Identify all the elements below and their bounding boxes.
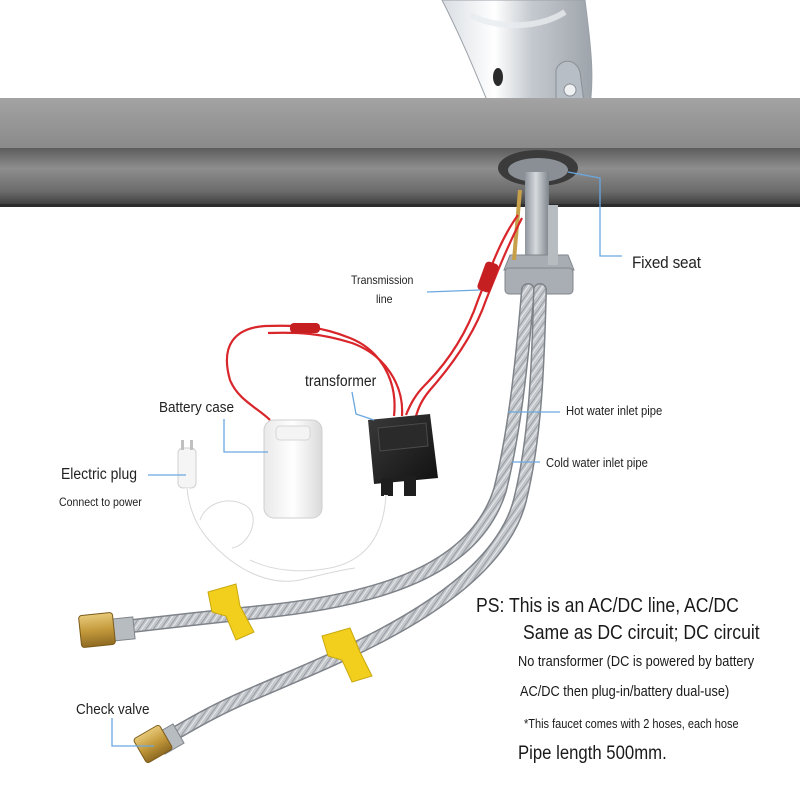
brass-fitting-upper — [78, 612, 136, 648]
cold-water-hose — [153, 283, 547, 749]
leader-fixed-seat — [567, 171, 622, 257]
leader-transformer — [351, 391, 375, 421]
label-cold-water: Cold water inlet pipe — [546, 456, 648, 470]
sensor-window — [493, 68, 503, 86]
transformer-box — [249, 414, 438, 573]
electric-plug — [177, 440, 356, 584]
label-check-valve: Check valve — [76, 701, 150, 718]
label-connect-power: Connect to power — [59, 495, 142, 509]
label-transmission-line-1: Transmission — [351, 273, 414, 287]
note-line-2: Same as DC circuit; DC circuit — [523, 622, 760, 644]
brass-fitting-lower — [133, 723, 185, 764]
label-hot-water: Hot water inlet pipe — [566, 404, 663, 418]
leader-check-valve — [111, 718, 154, 747]
label-transmission-line-2: line — [376, 292, 393, 306]
hot-water-hose — [108, 283, 535, 635]
note-line-3: No transformer (DC is powered by battery — [518, 654, 755, 670]
fixed-seat — [498, 150, 578, 295]
note-line-4: AC/DC then plug-in/battery dual-use) — [520, 684, 730, 700]
hose-clip-lower — [321, 627, 373, 683]
label-electric-plug: Electric plug — [61, 466, 137, 483]
note-line-1: PS: This is an AC/DC line, AC/DC — [476, 595, 739, 617]
label-fixed-seat: Fixed seat — [632, 253, 701, 272]
transmission-wires — [225, 214, 523, 421]
label-transformer: transformer — [305, 373, 377, 390]
note-line-6: Pipe length 500mm. — [518, 743, 667, 764]
counter-top — [0, 98, 800, 207]
hose-clip-upper — [207, 583, 255, 641]
leader-transmission — [426, 289, 481, 293]
leader-battery — [223, 419, 268, 453]
battery-case — [263, 419, 323, 519]
note-line-5: *This faucet comes with 2 hoses, each ho… — [524, 717, 739, 731]
label-battery-case: Battery case — [159, 399, 235, 416]
leader-lines — [111, 171, 622, 747]
